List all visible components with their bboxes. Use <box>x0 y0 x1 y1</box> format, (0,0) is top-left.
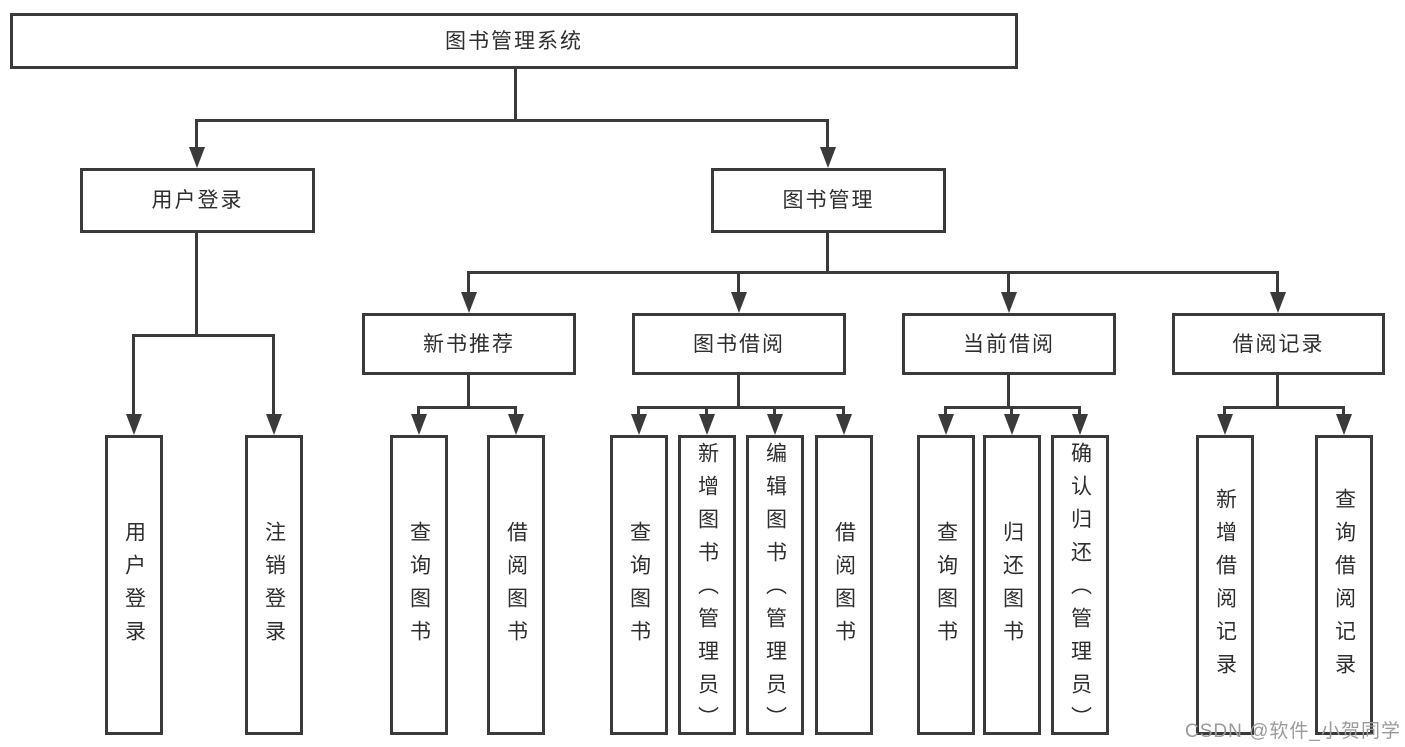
leaf-user-login: 用户登录 <box>105 435 163 735</box>
arrow-down-icon <box>1004 414 1020 435</box>
arrow-down-icon <box>508 414 524 435</box>
connector-line <box>1007 372 1010 408</box>
connector-line <box>1223 406 1226 418</box>
connector-line <box>1007 271 1010 297</box>
connector-line <box>467 271 470 297</box>
leaf-query-books-borrow: 查询图书 <box>610 435 668 735</box>
node-current-borrowing: 当前借阅 <box>902 313 1116 375</box>
arrow-down-icon <box>731 292 747 313</box>
node-book-management: 图书管理 <box>711 168 946 233</box>
arrow-down-icon <box>1270 292 1286 313</box>
connector-line <box>826 231 829 274</box>
connector-line <box>467 372 470 408</box>
connector-line <box>773 406 776 418</box>
connector-line <box>1010 406 1013 418</box>
leaf-query-books-current: 查询图书 <box>917 435 975 735</box>
connector-line <box>737 372 740 408</box>
connector-line <box>514 406 517 418</box>
arrow-down-icon <box>1072 414 1088 435</box>
arrow-down-icon <box>631 414 647 435</box>
node-borrowing-records: 借阅记录 <box>1172 313 1385 375</box>
connector-line <box>1276 271 1279 297</box>
arrow-down-icon <box>767 414 783 435</box>
connector-line <box>737 271 740 297</box>
connector-line <box>1276 372 1279 408</box>
connector-line <box>842 406 845 418</box>
arrow-down-icon <box>1217 414 1233 435</box>
arrow-down-icon <box>189 147 205 168</box>
connector-line <box>514 68 517 122</box>
connector-line <box>417 406 420 418</box>
leaf-add-book-admin: 新增图书（管理员） <box>678 435 736 739</box>
leaf-logout: 注销登录 <box>245 435 303 735</box>
leaf-borrow-books-borrow: 借阅图书 <box>815 435 873 735</box>
leaf-borrow-books-newbook: 借阅图书 <box>487 435 545 735</box>
arrow-down-icon <box>461 292 477 313</box>
arrow-down-icon <box>266 414 282 435</box>
connector-line <box>417 406 517 409</box>
leaf-edit-book-admin: 编辑图书（管理员） <box>746 435 804 739</box>
arrow-down-icon <box>820 147 836 168</box>
node-new-book-recommendation: 新书推荐 <box>362 313 576 375</box>
connector-line <box>637 406 845 409</box>
connector-line <box>1078 406 1081 418</box>
connector-line <box>1223 406 1345 409</box>
watermark: CSDN @软件_小贺同学 <box>1185 721 1401 742</box>
arrow-down-icon <box>1001 292 1017 313</box>
connector-line <box>272 334 275 418</box>
node-root: 图书管理系统 <box>10 13 1018 69</box>
connector-line <box>132 334 135 418</box>
connector-line <box>195 231 198 336</box>
leaf-query-borrow-record: 查询借阅记录 <box>1315 435 1373 735</box>
connector-line <box>637 406 640 418</box>
leaf-add-borrow-record: 新增借阅记录 <box>1196 435 1254 735</box>
leaf-query-books-newbook: 查询图书 <box>390 435 448 735</box>
arrow-down-icon <box>836 414 852 435</box>
arrow-down-icon <box>126 414 142 435</box>
connector-line <box>705 406 708 418</box>
connector-line <box>944 406 947 418</box>
connector-line <box>467 271 1279 274</box>
connector-line <box>195 119 829 122</box>
node-book-borrowing: 图书借阅 <box>632 313 846 375</box>
connector-line <box>1342 406 1345 418</box>
arrow-down-icon <box>411 414 427 435</box>
leaf-confirm-return-admin: 确认归还（管理员） <box>1051 435 1109 739</box>
arrow-down-icon <box>699 414 715 435</box>
connector-line <box>195 119 198 152</box>
connector-line <box>826 119 829 152</box>
node-user-login: 用户登录 <box>80 168 315 233</box>
connector-line <box>132 334 275 337</box>
arrow-down-icon <box>1336 414 1352 435</box>
leaf-return-books: 归还图书 <box>983 435 1041 735</box>
arrow-down-icon <box>938 414 954 435</box>
